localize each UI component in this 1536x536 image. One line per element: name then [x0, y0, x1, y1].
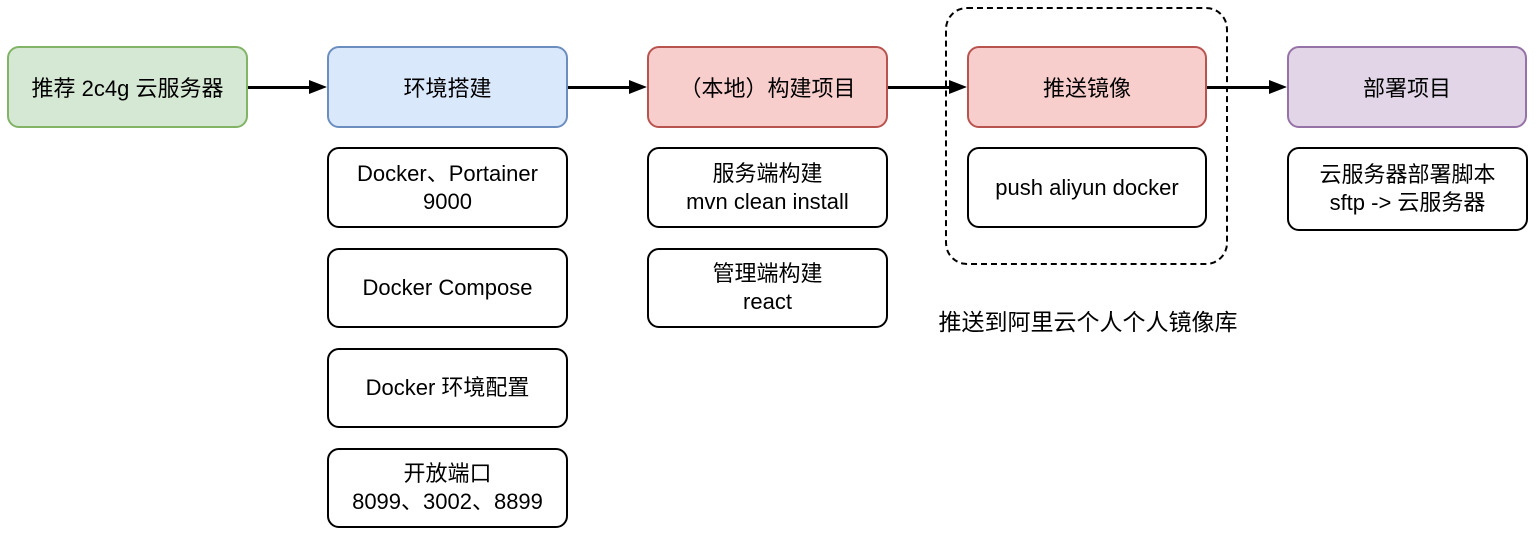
stage-recommend-server: 推荐 2c4g 云服务器 — [7, 46, 248, 128]
stage-env-setup: 环境搭建 — [327, 46, 568, 128]
arrow-shaft — [248, 85, 312, 89]
stage-build-project: （本地）构建项目 — [647, 46, 888, 128]
task-server-build: 服务端构建 mvn clean install — [647, 147, 888, 228]
arrow-head-icon — [949, 80, 967, 94]
arrow-build-to-push — [888, 79, 967, 95]
task-line: react — [743, 289, 792, 314]
task-line: 服务端构建 — [712, 160, 823, 186]
arrow-shaft — [888, 85, 952, 89]
task-line: 9000 — [423, 188, 472, 214]
task-line: sftp -> 云服务器 — [1329, 190, 1486, 215]
arrow-push-to-deploy — [1207, 79, 1287, 95]
task-line: 管理端构建 — [712, 261, 823, 286]
task-line: mvn clean install — [686, 188, 849, 214]
task-docker-compose: Docker Compose — [327, 248, 568, 328]
arrow-shaft — [568, 85, 632, 89]
arrow-head-icon — [1269, 80, 1287, 94]
stage-env-setup-label: 环境搭建 — [403, 76, 492, 101]
arrow-head-icon — [629, 80, 647, 94]
task-line: Docker 环境配置 — [365, 375, 530, 400]
stage-push-image-label: 推送镜像 — [1042, 76, 1131, 101]
arrow-recommend-to-env — [248, 79, 327, 95]
task-open-ports: 开放端口 8099、3002、8899 — [327, 448, 568, 528]
stage-recommend-server-label: 推荐 2c4g 云服务器 — [31, 76, 224, 101]
stage-push-image: 推送镜像 — [967, 46, 1207, 128]
stage-deploy-project-label: 部署项目 — [1362, 76, 1451, 101]
task-line: 开放端口 — [403, 461, 492, 486]
arrow-shaft — [1207, 85, 1272, 89]
stage-deploy-project: 部署项目 — [1287, 46, 1527, 128]
task-admin-build: 管理端构建 react — [647, 248, 888, 328]
task-docker-env-config: Docker 环境配置 — [327, 348, 568, 428]
task-docker-portainer: Docker、Portainer 9000 — [327, 147, 568, 228]
task-line: Docker Compose — [362, 275, 533, 300]
arrow-env-to-build — [568, 79, 647, 95]
task-line: 云服务器部署脚本 — [1319, 162, 1496, 187]
push-caption: 推送到阿里云个人个人镜像库 — [938, 309, 1238, 335]
task-push-aliyun: push aliyun docker — [967, 147, 1207, 228]
task-line: Docker、Portainer — [357, 160, 538, 186]
task-line: push aliyun docker — [995, 174, 1179, 200]
stage-build-project-label: （本地）构建项目 — [679, 76, 856, 101]
task-line: 8099、3002、8899 — [352, 489, 543, 514]
push-stage-group — [945, 7, 1228, 265]
task-deploy-script: 云服务器部署脚本 sftp -> 云服务器 — [1287, 147, 1528, 231]
arrow-head-icon — [309, 80, 327, 94]
